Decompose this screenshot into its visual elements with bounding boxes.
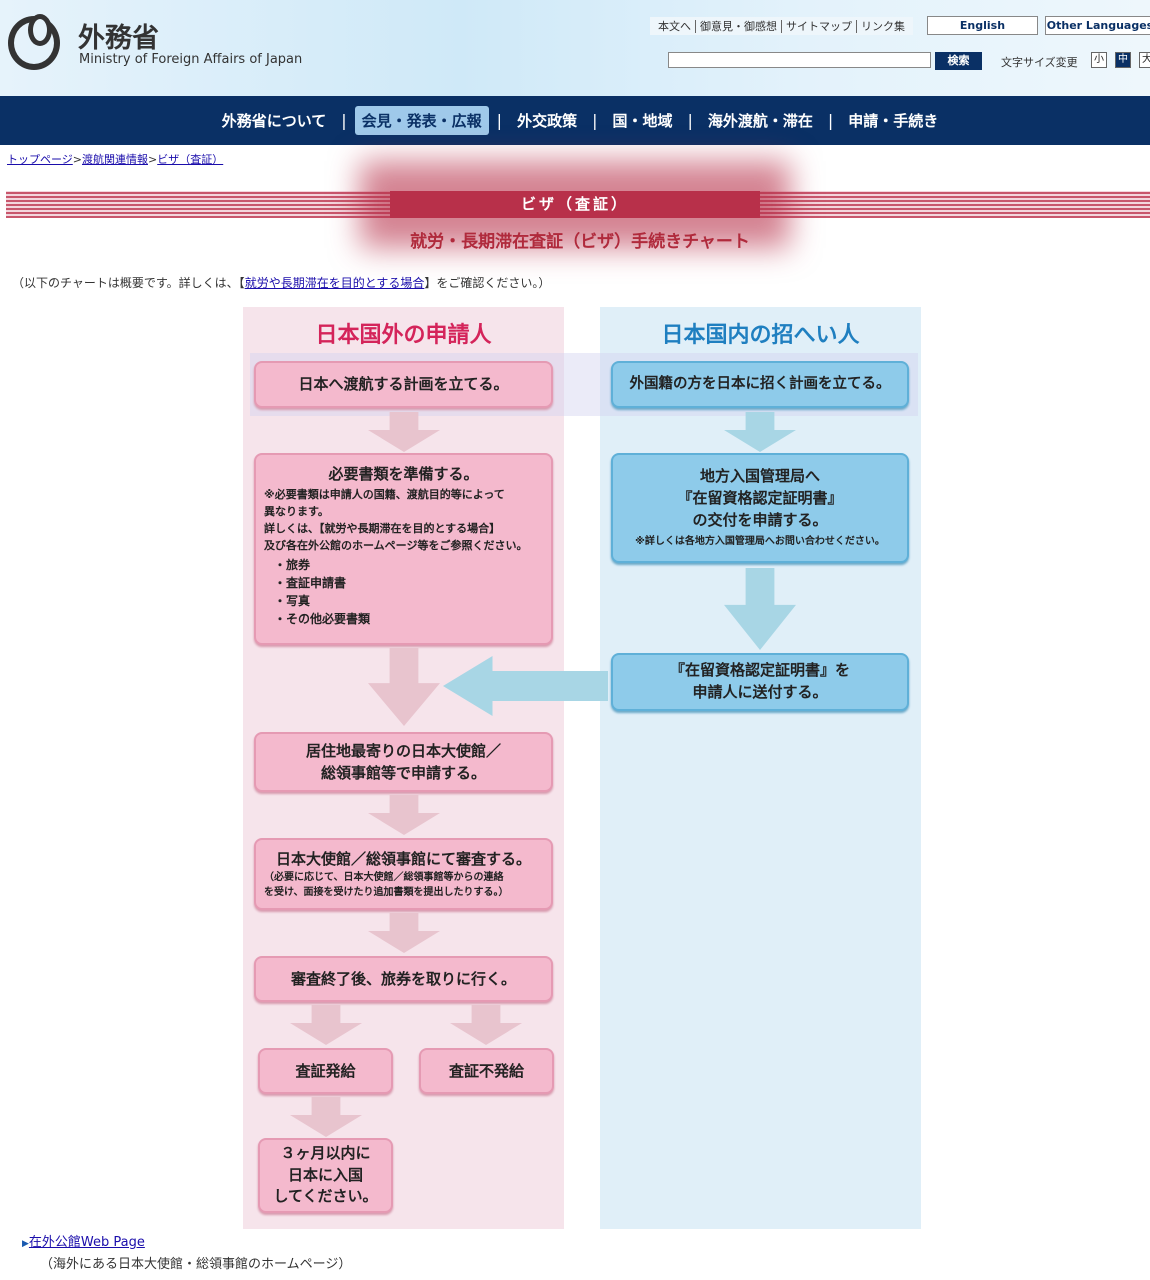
step-plan-invite: 外国籍の方を日本に招く計画を立てる。 — [611, 361, 909, 408]
documents-note: ※必要書類は申請人の国籍、渡航目的等によって異なります。詳しくは、【就労や長期滞… — [264, 487, 528, 552]
result-visa-denied: 査証不発給 — [419, 1048, 554, 1094]
nav-about[interactable]: 外務省について — [221, 112, 327, 130]
note-link[interactable]: 就労や長期滞在を目的とする場合 — [244, 276, 425, 290]
page-title: 就労・長期滞在査証（ビザ）手続きチャート — [410, 232, 750, 252]
step-send-coe: 『在留資格認定証明書』を申請人に送付する。 — [611, 653, 909, 711]
step-apply-embassy: 居住地最寄りの日本大使館／総領事館等で申請する。 — [254, 732, 553, 792]
overseas-missions-link[interactable]: ▶在外公館Web Page — [22, 1235, 145, 1250]
search-button[interactable]: 検索 — [935, 52, 982, 70]
step-plan-travel: 日本へ渡航する計画を立てる。 — [254, 361, 553, 408]
step-apply-coe: 地方入国管理局へ『在留資格認定証明書』の交付を申請する。※詳しくは各地方入国管理… — [611, 453, 909, 563]
documents-list: ・旅券・査証申請書・写真・その他必要書類 — [274, 557, 371, 626]
nav-procedures[interactable]: 申請・手続き — [848, 112, 939, 130]
step-title: 必要書類を準備する。 — [328, 465, 479, 483]
nav-countries[interactable]: 国・地域 — [612, 112, 673, 130]
font-size-medium[interactable]: 中 — [1115, 52, 1131, 68]
other-languages-button[interactable]: Other Languages — [1045, 16, 1150, 35]
link-feedback[interactable]: 御意見・御感想 — [695, 20, 781, 33]
mofa-logo-icon[interactable] — [8, 14, 60, 70]
site-header — [0, 0, 1150, 96]
crumb-top[interactable]: トップページ — [7, 153, 73, 166]
crumb-visa[interactable]: ビザ（査証） — [157, 153, 224, 166]
step-prepare-documents: 必要書類を準備する。 ※必要書類は申請人の国籍、渡航目的等によって異なります。詳… — [254, 453, 553, 645]
link-links[interactable]: リンク集 — [856, 20, 909, 33]
nav-press[interactable]: 会見・発表・広報 — [354, 106, 489, 135]
font-size-label: 文字サイズ変更 — [1001, 56, 1078, 69]
section-title: ビザ（査証） — [390, 191, 760, 218]
chart-note: （以下のチャートは概要です。詳しくは、【就労や長期滞在を目的とする場合】をご確認… — [12, 276, 551, 290]
applicant-heading: 日本国外の申請人 — [315, 323, 492, 348]
font-size-large[interactable]: 大 — [1139, 52, 1150, 68]
logo-subtitle[interactable]: Ministry of Foreign Affairs of Japan — [79, 52, 303, 67]
link-sitemap[interactable]: サイトマップ — [781, 20, 856, 33]
nav-policy[interactable]: 外交政策 — [517, 112, 578, 130]
search-input[interactable] — [668, 52, 931, 68]
utility-links: 本文へ御意見・御感想サイトマップリンク集 — [650, 17, 913, 35]
overseas-missions-description: （海外にある日本大使館・総領事館のホームページ） — [40, 1257, 352, 1272]
inviter-heading: 日本国内の招へい人 — [661, 323, 860, 348]
breadcrumb: トップページ>渡航関連情報>ビザ（査証） — [7, 153, 224, 166]
result-visa-issued: 査証発給 — [258, 1048, 393, 1094]
step-examination: 日本大使館／総領事館にて審査する。（必要に応じて、日本大使館／総領事館等からの連… — [254, 838, 553, 910]
crumb-travel[interactable]: 渡航関連情報 — [82, 153, 148, 166]
nav-travel[interactable]: 海外渡航・滞在 — [707, 112, 813, 130]
logo-title[interactable]: 外務省 — [78, 23, 159, 54]
step-enter-japan: ３ヶ月以内に日本に入国してください。 — [258, 1138, 393, 1213]
link-main-content[interactable]: 本文へ — [658, 20, 691, 33]
font-size-small[interactable]: 小 — [1091, 52, 1107, 68]
english-button[interactable]: English — [927, 16, 1038, 35]
step-collect-passport: 審査終了後、旅券を取りに行く。 — [254, 956, 553, 1002]
main-nav: 外務省について| 会見・発表・広報| 外交政策| 国・地域| 海外渡航・滞在| … — [0, 96, 1150, 145]
